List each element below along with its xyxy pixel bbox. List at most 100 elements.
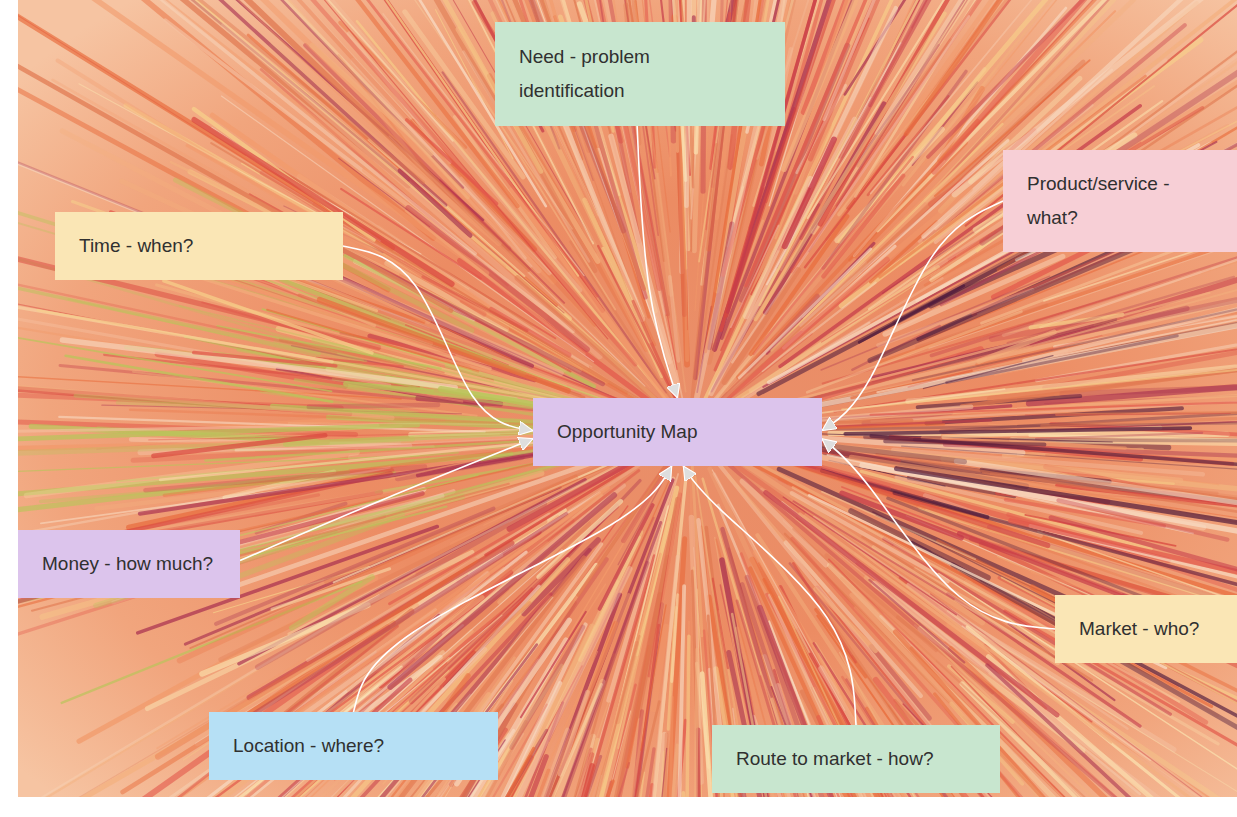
- background-streak: [535, 730, 568, 797]
- background-streak: [824, 0, 1023, 119]
- box-label: Need - problem identification: [519, 40, 719, 108]
- factor-box: Time - when?: [55, 212, 343, 280]
- background-streak: [897, 469, 1237, 538]
- background-streak: [624, 471, 683, 797]
- background-streak: [784, 0, 900, 169]
- background-streak: [469, 603, 530, 658]
- background-streak: [908, 336, 1101, 387]
- background-streak: [309, 405, 438, 407]
- background-streak: [845, 428, 1190, 434]
- background-streak: [509, 460, 635, 529]
- connector-arrow: [354, 466, 672, 712]
- background-streak: [533, 636, 640, 797]
- background-streak: [1025, 414, 1230, 416]
- background-streak: [320, 300, 568, 391]
- factor-box: Need - problem identification: [495, 22, 785, 126]
- background-streak: [665, 697, 672, 797]
- background-streak: [670, 277, 679, 361]
- background-streak: [408, 208, 587, 349]
- background-streak: [691, 144, 716, 405]
- background-streak: [95, 0, 423, 182]
- background-streak: [792, 493, 948, 581]
- background-streak: [146, 467, 425, 491]
- background-streak: [842, 579, 935, 660]
- background-streak: [312, 45, 431, 153]
- background-streak: [611, 136, 677, 387]
- box-label: Location - where?: [233, 729, 384, 763]
- background-streak: [288, 423, 507, 424]
- background-streak: [835, 472, 933, 500]
- background-streak: [985, 645, 1046, 708]
- background-streak: [598, 246, 681, 411]
- background-streak: [653, 627, 666, 710]
- background-streak: [562, 584, 605, 652]
- background-streak: [645, 557, 678, 797]
- background-streak: [989, 527, 1237, 682]
- background-streak: [390, 448, 657, 603]
- box-label: Product/service - what?: [1027, 167, 1197, 235]
- background-streak: [877, 296, 1237, 393]
- background-streaks: [18, 0, 1237, 797]
- background-streak: [698, 730, 700, 797]
- background-streak: [1011, 521, 1237, 588]
- factor-box: Route to market - how?: [712, 725, 1000, 793]
- background-streak: [1001, 578, 1237, 748]
- factor-box: Money - how much?: [18, 530, 240, 598]
- box-label: Route to market - how?: [736, 742, 933, 776]
- background-streak: [18, 373, 392, 418]
- background-streak: [440, 180, 564, 303]
- background-streak: [568, 781, 613, 797]
- connector-arrow: [240, 439, 533, 561]
- box-label: Time - when?: [79, 229, 193, 263]
- background-streak: [600, 505, 653, 609]
- connector-arrow: [683, 466, 856, 725]
- background-streak: [731, 225, 779, 327]
- background-streak: [484, 652, 598, 797]
- background-streak: [675, 586, 684, 797]
- background-streak: [694, 567, 713, 794]
- factor-box: Product/service - what?: [1003, 150, 1237, 252]
- background-streak: [37, 310, 559, 401]
- background-streak: [962, 684, 1237, 797]
- background-streak: [751, 216, 847, 354]
- factor-box: Market - who?: [1055, 595, 1237, 663]
- background-streak: [941, 523, 1121, 593]
- connector-arrow: [822, 201, 1003, 431]
- background-streak: [869, 580, 964, 662]
- background-streak: [1042, 406, 1237, 426]
- background-streak: [211, 143, 670, 418]
- background-streak: [803, 189, 970, 328]
- factor-box: Location - where?: [209, 712, 498, 780]
- background-streak: [292, 577, 373, 628]
- background-streak: [174, 594, 551, 797]
- background-streak: [18, 64, 451, 311]
- background-streak: [578, 455, 673, 595]
- background-streak: [978, 121, 1237, 314]
- background-streak: [798, 395, 1237, 422]
- connector-arrow: [343, 246, 533, 431]
- background-streak: [906, 0, 1088, 134]
- background-streak: [553, 685, 602, 797]
- background-streak: [521, 612, 586, 717]
- background-streak: [289, 463, 622, 633]
- background-streak: [783, 497, 956, 615]
- box-label: Opportunity Map: [557, 415, 697, 449]
- connector-arrow: [637, 126, 677, 398]
- background-streak: [629, 702, 659, 797]
- background-streak: [536, 676, 618, 797]
- background-streak: [1036, 312, 1139, 340]
- background-streak: [153, 435, 325, 456]
- background-streak: [389, 460, 476, 479]
- connector-arrow: [822, 439, 1055, 629]
- background-streak: [994, 150, 1237, 297]
- background-streak: [877, 454, 1237, 538]
- central-box: Opportunity Map: [533, 398, 822, 466]
- background-streak: [870, 246, 1141, 360]
- background-streak: [618, 643, 637, 722]
- background-streak: [769, 145, 1199, 382]
- background-fill: [18, 0, 1237, 797]
- background-streak: [694, 649, 697, 797]
- box-label: Money - how much?: [42, 547, 213, 581]
